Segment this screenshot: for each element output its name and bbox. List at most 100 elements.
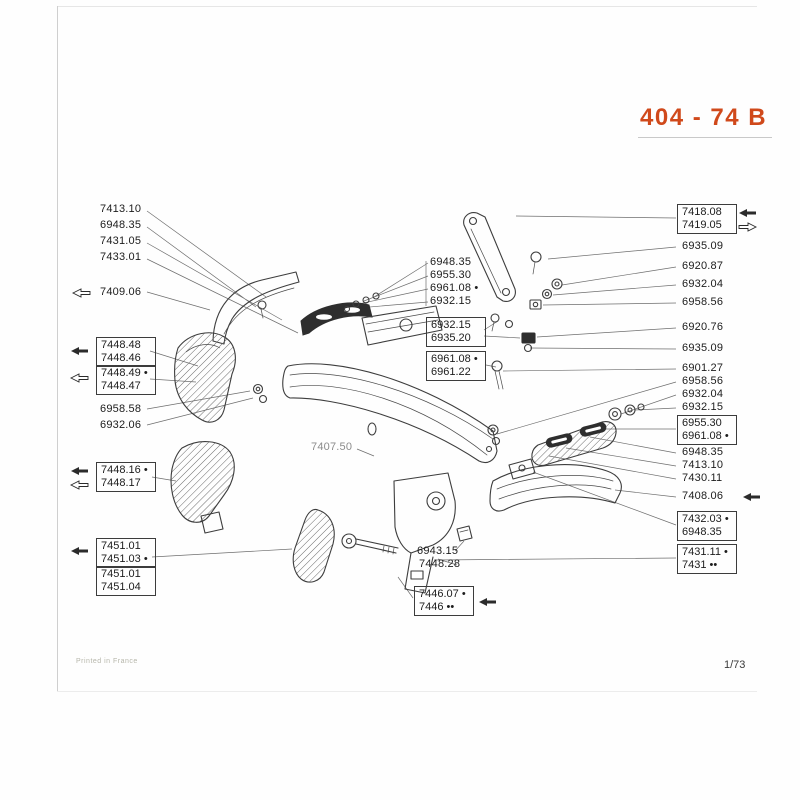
- part-label: 7448.48: [101, 339, 141, 351]
- arrow-left-icon: [70, 480, 89, 490]
- part-label-box: 6961.08 • 6961.22: [426, 351, 486, 381]
- part-label: 7448.46: [101, 352, 141, 364]
- part-label: 6948.35: [682, 526, 722, 538]
- part-label: 7431 ••: [682, 559, 718, 571]
- right-end-blade: [489, 458, 622, 512]
- part-label: 6958.56: [682, 375, 724, 387]
- part-label: 6932.15: [430, 295, 472, 307]
- bottom-rule: [57, 691, 757, 692]
- arrow-left-icon: [738, 208, 757, 218]
- washers-right: [608, 403, 645, 421]
- arrow-left-icon: [70, 346, 89, 356]
- part-label: 7433.01: [100, 251, 142, 263]
- page-number: 1/73: [724, 659, 746, 671]
- part-label: 7448.17: [101, 477, 141, 489]
- part-label-box: 7448.49 • 7448.47: [96, 365, 156, 395]
- part-label: 6932.15: [682, 401, 724, 413]
- arrow-left-icon: [70, 546, 89, 556]
- bumper-stay: [463, 212, 516, 302]
- left-margin-rule: [57, 6, 58, 692]
- part-label: 6932.15: [431, 319, 471, 331]
- part-label: 7432.03 •: [682, 513, 729, 525]
- page-title: 404 - 74 B: [640, 104, 768, 131]
- rubber-buffer-lower-left: [292, 508, 335, 583]
- printed-in-france-note: Printed in France: [76, 658, 138, 665]
- part-label: 7446.07 •: [419, 588, 466, 600]
- part-label-box: 7451.01 7451.04: [96, 566, 156, 596]
- rubber-buffer-upper-left: [174, 332, 236, 423]
- part-label: 6948.35: [682, 446, 724, 458]
- arrow-right-icon: [738, 222, 757, 232]
- part-label: 7409.06: [100, 286, 142, 298]
- part-label: 6920.87: [682, 260, 724, 272]
- part-label-box: 7431.11 • 7431 ••: [677, 544, 737, 574]
- part-label-box: 7448.16 • 7448.17: [96, 462, 156, 492]
- part-label: 7430.11: [682, 472, 723, 484]
- center-bracket: [393, 472, 456, 594]
- part-label: 6958.58: [100, 403, 142, 415]
- part-label: 7451.01: [101, 568, 141, 580]
- part-label: 6961.08 •: [682, 430, 729, 442]
- part-label: 7446 ••: [419, 601, 455, 613]
- part-label: 6935.09: [682, 342, 724, 354]
- part-label-box: 7432.03 • 6948.35: [677, 511, 737, 541]
- part-label: 6901.27: [682, 362, 724, 374]
- part-label: 6932.04: [682, 388, 724, 400]
- part-label: 6961.08 •: [430, 282, 479, 294]
- center-hardware: [485, 313, 536, 453]
- part-label: 6932.06: [100, 419, 142, 431]
- title-underline: [638, 137, 772, 138]
- top-rule: [57, 6, 757, 7]
- arrow-left-icon: [70, 373, 89, 383]
- part-label: 7448.16 •: [101, 464, 148, 476]
- part-label: 6943.15: [417, 545, 459, 557]
- part-label: 7451.03 •: [101, 553, 148, 565]
- part-label: 7451.01: [101, 540, 141, 552]
- washers-left: [252, 383, 268, 404]
- part-label-box: 7448.48 7448.46: [96, 337, 156, 367]
- arrow-left-icon: [742, 492, 761, 502]
- rubber-buffer-mid-left: [170, 441, 235, 534]
- part-label: 7448.47: [101, 380, 141, 392]
- part-label: 6935.09: [682, 240, 724, 252]
- part-label: 7413.10: [100, 203, 142, 215]
- part-label: 6948.35: [100, 219, 142, 231]
- part-label: 6955.30: [430, 269, 472, 281]
- part-label: 6955.30: [682, 417, 722, 429]
- part-label-box: 6955.30 6961.08 •: [677, 415, 737, 445]
- part-label: 7418.08: [682, 206, 722, 218]
- clip: [456, 525, 473, 542]
- part-label: 7431.05: [100, 235, 142, 247]
- part-label: 7407.50: [311, 441, 353, 453]
- arrow-left-icon: [478, 597, 497, 607]
- part-label: 6935.20: [431, 332, 471, 344]
- part-label-box: 7418.08 7419.05: [677, 204, 737, 234]
- part-label: 6961.08 •: [431, 353, 478, 365]
- part-label-box: 7451.01 7451.03 •: [96, 538, 156, 568]
- part-label: 7419.05: [682, 219, 722, 231]
- left-end-blade: [212, 271, 300, 345]
- stay-hardware: [529, 251, 563, 310]
- screw-set-top-center: [343, 292, 380, 313]
- guard-channel-strip: [300, 302, 373, 336]
- overrider-rubber-right: [531, 421, 617, 466]
- part-label: 6961.22: [431, 366, 471, 378]
- part-label-box: 7446.07 • 7446 ••: [414, 586, 474, 616]
- part-label: 6920.76: [682, 321, 724, 333]
- part-label: 7448.49 •: [101, 367, 148, 379]
- part-label: 7408.06: [682, 490, 724, 502]
- part-label-box: 6932.15 6935.20: [426, 317, 486, 347]
- main-bumper-blade: [282, 363, 498, 464]
- part-label: 7448.28: [419, 558, 461, 570]
- part-label: 7451.04: [101, 581, 141, 593]
- arrow-left-icon: [72, 288, 91, 298]
- part-label: 7431.11 •: [682, 546, 728, 558]
- arrow-left-icon: [70, 466, 89, 476]
- center-bolt: [341, 533, 399, 555]
- leader-lines: [146, 210, 677, 599]
- part-label: 6932.04: [682, 278, 724, 290]
- part-label: 7413.10: [682, 459, 724, 471]
- part-label: 6958.56: [682, 296, 724, 308]
